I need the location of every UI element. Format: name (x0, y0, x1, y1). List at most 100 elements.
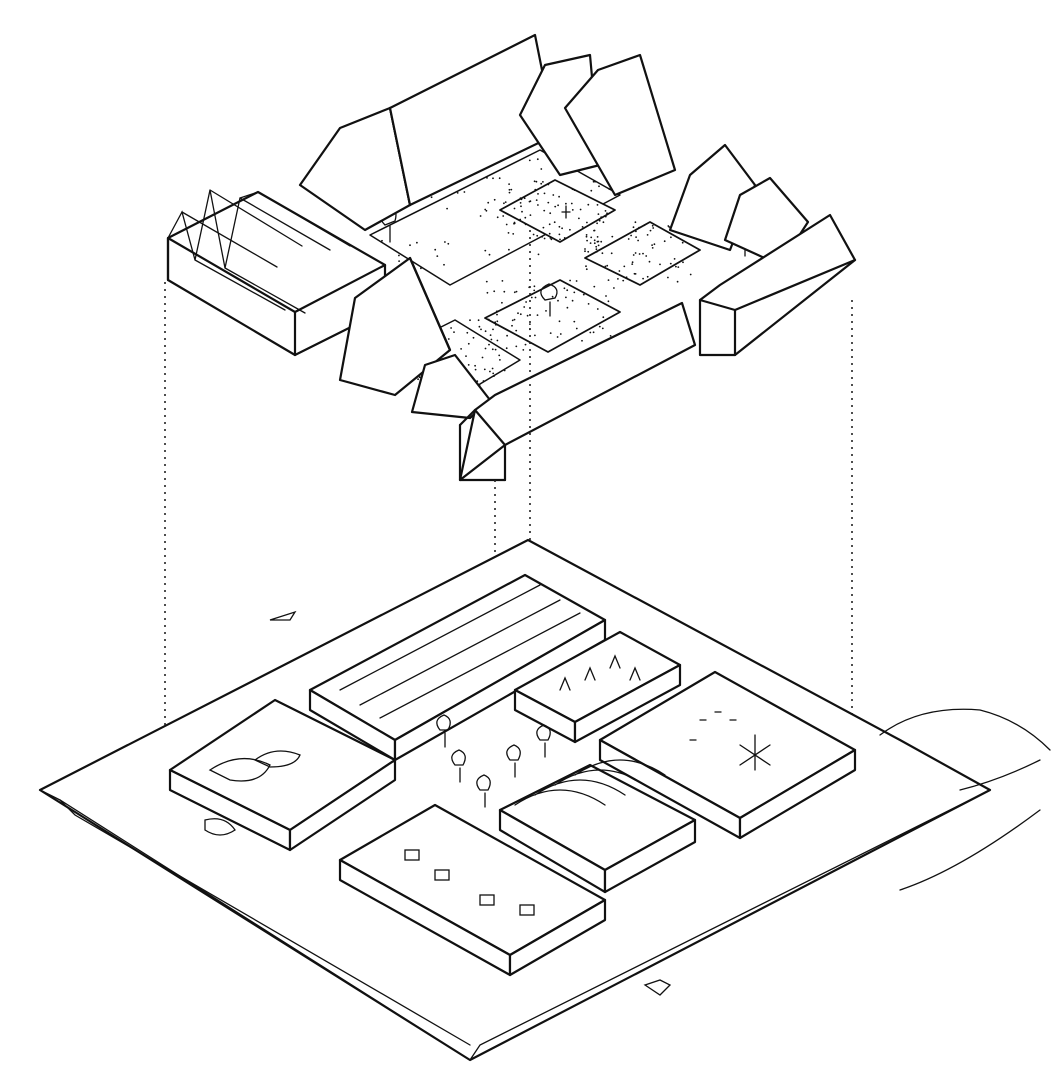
stipple-dot (496, 310, 498, 313)
stipple-dot (541, 235, 543, 238)
stipple-dot (584, 248, 586, 250)
stipple-dot (484, 208, 487, 211)
stipple-dot (589, 242, 592, 245)
stipple-dot (467, 342, 470, 345)
stipple-dot (495, 323, 497, 326)
stipple-dot (496, 313, 498, 316)
stipple-dot (529, 323, 531, 325)
stipple-dot (634, 273, 637, 275)
stipple-dot (513, 207, 516, 210)
stipple-dot (420, 267, 422, 270)
stipple-dot (595, 250, 598, 253)
stipple-dot (508, 248, 510, 251)
stipple-dot (430, 196, 433, 199)
stipple-dot (548, 232, 551, 235)
stipple-dot (480, 328, 482, 331)
stipple-dot (611, 235, 614, 238)
stipple-dot (613, 287, 615, 289)
stipple-dot (543, 192, 546, 195)
stipple-dot (604, 265, 607, 268)
stipple-dot (447, 242, 450, 245)
stipple-dot (597, 244, 600, 247)
stipple-dot (501, 301, 503, 304)
stipple-dot (519, 313, 522, 316)
ground-trees-people (269, 610, 672, 996)
stipple-dot (501, 280, 504, 282)
stipple-dot (485, 280, 488, 283)
stipple-dot (675, 265, 677, 268)
stipple-dot (606, 212, 608, 215)
stipple-dot (492, 177, 494, 180)
stipple-dot (596, 222, 598, 225)
stipple-dot (602, 221, 605, 224)
stipple-dot (585, 234, 588, 236)
stipple-dot (512, 233, 515, 235)
stipple-dot (551, 295, 554, 298)
stipple-dot (436, 255, 439, 257)
stipple-dot (570, 202, 573, 205)
stipple-dot (677, 266, 680, 268)
stipple-dot (565, 202, 567, 205)
stipple-dot (605, 295, 607, 297)
vault-hall (498, 759, 697, 894)
stipple-dot (533, 289, 536, 292)
stipple-dot (478, 325, 481, 328)
stipple-dot (638, 226, 640, 229)
stipple-dot (542, 181, 544, 183)
stipple-dot (474, 364, 476, 367)
stipple-dot (523, 197, 526, 200)
stipple-dot (517, 312, 519, 315)
stipple-dot (632, 226, 635, 229)
stipple-dot (596, 236, 599, 238)
stipple-dot (398, 254, 400, 257)
stipple-dot (529, 200, 532, 203)
stipple-dot (444, 241, 446, 243)
stipple-dot (534, 188, 537, 191)
stipple-dot (627, 238, 630, 240)
stipple-dot (487, 201, 490, 204)
stipple-dot (503, 202, 505, 205)
stipple-dot (606, 264, 609, 267)
stipple-dot (559, 333, 562, 335)
stipple-dot (481, 356, 484, 359)
stipple-dot (607, 279, 610, 281)
stipple-dot (581, 339, 583, 342)
stipple-dot (526, 314, 529, 317)
stipple-dot (600, 240, 603, 243)
stipple-dot (571, 209, 574, 211)
stipple-dot (600, 216, 603, 219)
stipple-dot (524, 343, 527, 346)
stipple-dot (617, 278, 619, 280)
stipple-dot (520, 205, 522, 208)
stipple-dot (482, 380, 485, 382)
stipple-dot (549, 332, 552, 334)
stipple-dot (593, 229, 595, 232)
stipple-dot (534, 334, 536, 337)
stipple-dot (446, 207, 448, 210)
stipple-dot (535, 180, 538, 183)
stipple-dot (484, 249, 487, 252)
stipple-dot (607, 300, 610, 303)
stipple-dot (587, 303, 590, 305)
stipple-dot (381, 239, 383, 242)
stipple-dot (498, 177, 501, 180)
stipple-dot (485, 209, 488, 212)
stipple-dot (561, 227, 563, 230)
stipple-dot (472, 336, 475, 339)
stipple-dot (536, 314, 539, 316)
stipple-dot (635, 236, 637, 239)
stipple-dot (637, 239, 639, 242)
stipple-dot (456, 192, 459, 194)
stipple-dot (573, 320, 576, 323)
market-court (598, 670, 857, 840)
mono-pitch-roof-center (518, 53, 677, 197)
stipple-dot (651, 224, 654, 227)
stipple-dot (467, 364, 470, 366)
stipple-dot (602, 316, 605, 319)
stipple-dot (634, 252, 637, 254)
stipple-dot (601, 252, 604, 255)
stipple-dot (409, 244, 411, 247)
stipple-dot (477, 319, 480, 322)
stipple-dot (537, 253, 540, 256)
stipple-dot (521, 210, 523, 213)
